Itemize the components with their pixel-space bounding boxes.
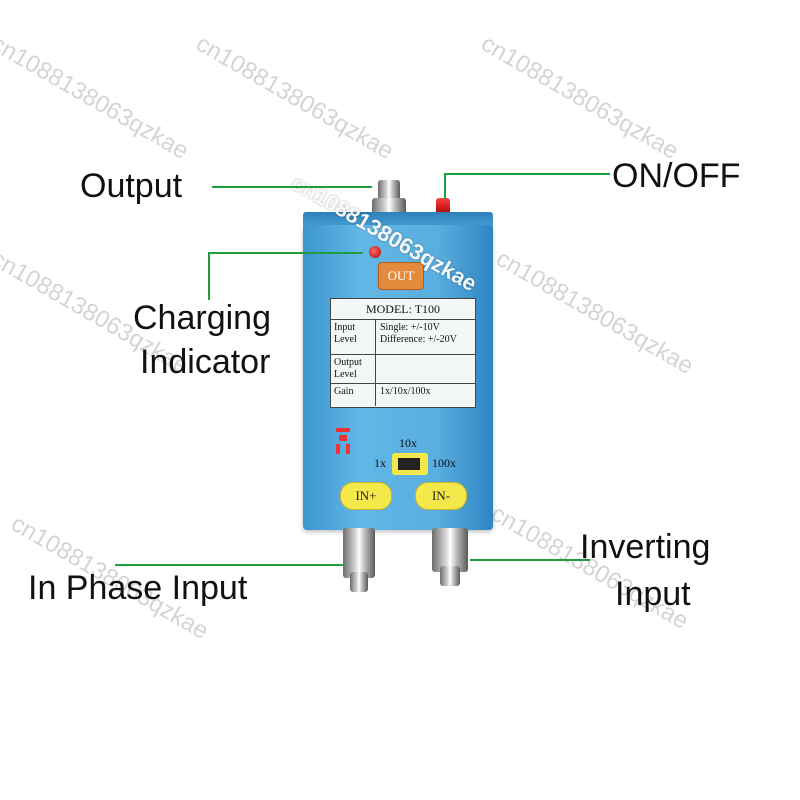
charging-leader-line <box>208 252 363 254</box>
spec-value <box>376 355 475 383</box>
model-label: MODEL: T100 <box>331 299 475 320</box>
charging-callout-line2: Indicator <box>140 343 271 381</box>
output-callout: Output <box>80 167 183 205</box>
inverting-bnc-connector <box>432 528 468 572</box>
spec-key: Output Level <box>331 355 376 383</box>
onoff-callout: ON/OFF <box>612 157 741 195</box>
in-plus-button[interactable]: IN+ <box>340 482 392 510</box>
charging-callout-line1: Charging <box>133 299 271 337</box>
gain-label-100x: 100x <box>432 456 456 470</box>
watermark-text: cn1088138063qzkae <box>191 30 399 165</box>
spec-card: MODEL: T100 Input Level Single: +/-10V D… <box>330 298 476 408</box>
onoff-leader-drop <box>444 173 446 199</box>
watermark-text: cn1088138063qzkae <box>0 30 194 165</box>
device-top-edge <box>303 212 493 228</box>
in-phase-bnc-connector <box>343 528 375 578</box>
gain-switch-knob[interactable] <box>398 458 420 470</box>
spec-key: Gain <box>331 384 376 406</box>
brand-logo-icon <box>336 428 350 456</box>
inverting-callout-line2: Input <box>615 575 691 613</box>
spec-value: Single: +/-10V Difference: +/-20V <box>380 322 457 345</box>
spec-row: Gain 1x/10x/100x <box>331 384 475 406</box>
in-phase-callout: In Phase Input <box>28 569 248 607</box>
spec-row: Input Level Single: +/-10V Difference: +… <box>331 320 475 355</box>
out-button[interactable]: OUT <box>378 262 424 290</box>
in-minus-button[interactable]: IN- <box>415 482 467 510</box>
gain-label-1x: 1x <box>374 456 386 470</box>
power-switch[interactable] <box>436 198 450 216</box>
spec-row: Output Level <box>331 355 475 384</box>
charging-led <box>369 246 381 258</box>
spec-key: Input Level <box>331 320 376 354</box>
output-bnc-nut <box>372 198 406 216</box>
inverting-leader-line <box>470 559 590 561</box>
watermark-text: cn1088138063qzkae <box>476 30 684 165</box>
gain-switch[interactable] <box>392 453 428 475</box>
onoff-leader-line <box>444 173 610 175</box>
in-phase-bnc-tip <box>350 572 368 592</box>
inverting-callout-line1: Inverting <box>580 528 711 566</box>
gain-label-10x: 10x <box>399 436 417 450</box>
inverting-bnc-tip <box>440 566 460 586</box>
watermark-text: cn1088138063qzkae <box>491 245 699 380</box>
in-phase-leader-line <box>115 564 343 566</box>
spec-value: 1x/10x/100x <box>380 386 431 397</box>
output-leader-line <box>212 186 372 188</box>
charging-leader-drop <box>208 252 210 300</box>
